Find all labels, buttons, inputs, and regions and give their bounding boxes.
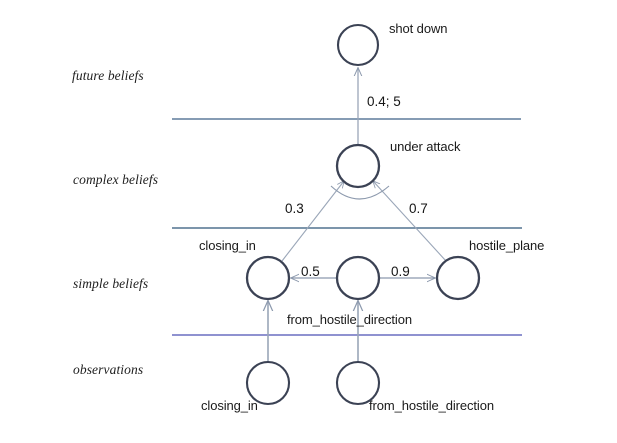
node-label-shot-down: shot down [389,21,448,36]
node-hostile-plane-belief[interactable] [435,255,481,301]
graph-edges [268,68,447,362]
node-label-hostile-plane-belief: hostile_plane [469,238,545,253]
node-label-closing-in-belief: closing_in [199,238,256,253]
layer-label-observations: observations [73,362,144,377]
edge-label-fhd-to-closing-in: 0.5 [301,264,320,279]
edge-closing-in-to-under-attack [281,181,344,262]
edge-label-hostile-plane-to-under-attack: 0.7 [409,201,428,216]
node-label-closing-in-observation: closing_in [201,398,258,413]
layer-label-future-beliefs: future beliefs [72,68,144,83]
edge-label-under-attack-to-shot-down: 0.4; 5 [367,94,401,109]
node-label-under-attack: under attack [390,139,461,154]
edge-hostile-plane-to-under-attack [373,181,447,262]
graph-nodes [245,23,481,406]
node-shot-down[interactable] [336,23,380,67]
node-closing-in-observation[interactable] [245,360,291,406]
edge-label-closing-in-to-under-attack: 0.3 [285,201,304,216]
node-from-hostile-direction-observation[interactable] [335,360,381,406]
layer-label-complex-beliefs: complex beliefs [73,172,159,187]
node-label-from-hostile-direction-belief: from_hostile_direction [287,312,412,327]
layer-separators [172,118,522,336]
node-from-hostile-direction-belief[interactable] [335,255,381,301]
and-gate-arc [330,185,390,200]
layer-label-simple-beliefs: simple beliefs [73,276,149,291]
edge-label-fhd-to-hostile-plane: 0.9 [391,264,410,279]
node-label-from-hostile-direction-observation: from_hostile_direction [369,398,494,413]
node-under-attack[interactable] [335,143,381,189]
node-closing-in-belief[interactable] [245,255,291,301]
